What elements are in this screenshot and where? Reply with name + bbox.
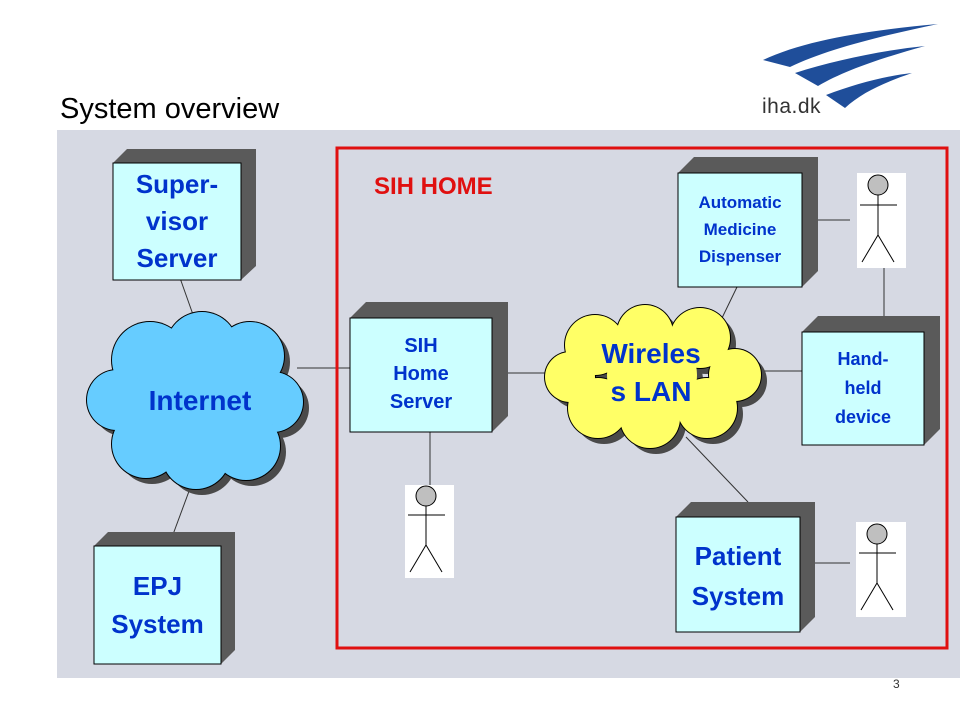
page-title: System overview bbox=[60, 93, 280, 125]
logo-text: iha.dk bbox=[762, 95, 822, 118]
supervisor-server-label: Super- visor Server bbox=[135, 169, 219, 273]
epj-system-box[interactable] bbox=[93, 532, 235, 665]
sih-home-server-box[interactable] bbox=[349, 302, 508, 433]
actor-top-right bbox=[857, 173, 906, 268]
internet-cloud[interactable] bbox=[86, 311, 309, 495]
medicine-dispenser-box[interactable] bbox=[677, 157, 818, 288]
internet-label: Internet bbox=[148, 385, 252, 416]
actor-patient bbox=[856, 522, 906, 617]
link-wlan-patient bbox=[685, 436, 749, 503]
link-wlan-dispenser bbox=[721, 286, 738, 319]
epj-system-label: EPJ System bbox=[111, 571, 204, 639]
page-number: 3 bbox=[893, 677, 900, 691]
supervisor-server-box[interactable] bbox=[112, 149, 256, 281]
handheld-device-label: Hand- held device bbox=[834, 349, 892, 427]
iha-logo-icon bbox=[763, 24, 938, 108]
sih-home-boundary bbox=[335, 146, 949, 650]
patient-system-box[interactable] bbox=[675, 502, 815, 633]
sih-home-server-label: SIH Home Server bbox=[389, 335, 453, 413]
handheld-device-box[interactable] bbox=[801, 316, 940, 446]
actor-home-server bbox=[405, 485, 454, 578]
wireless-lan-label: Wireles s LAN bbox=[601, 338, 701, 407]
wireless-lan-cloud[interactable] bbox=[544, 304, 767, 454]
sih-home-label: SIH HOME bbox=[374, 173, 493, 200]
patient-system-label: Patient System bbox=[691, 541, 785, 611]
medicine-dispenser-label: Automatic Medicine Dispenser bbox=[698, 193, 782, 266]
